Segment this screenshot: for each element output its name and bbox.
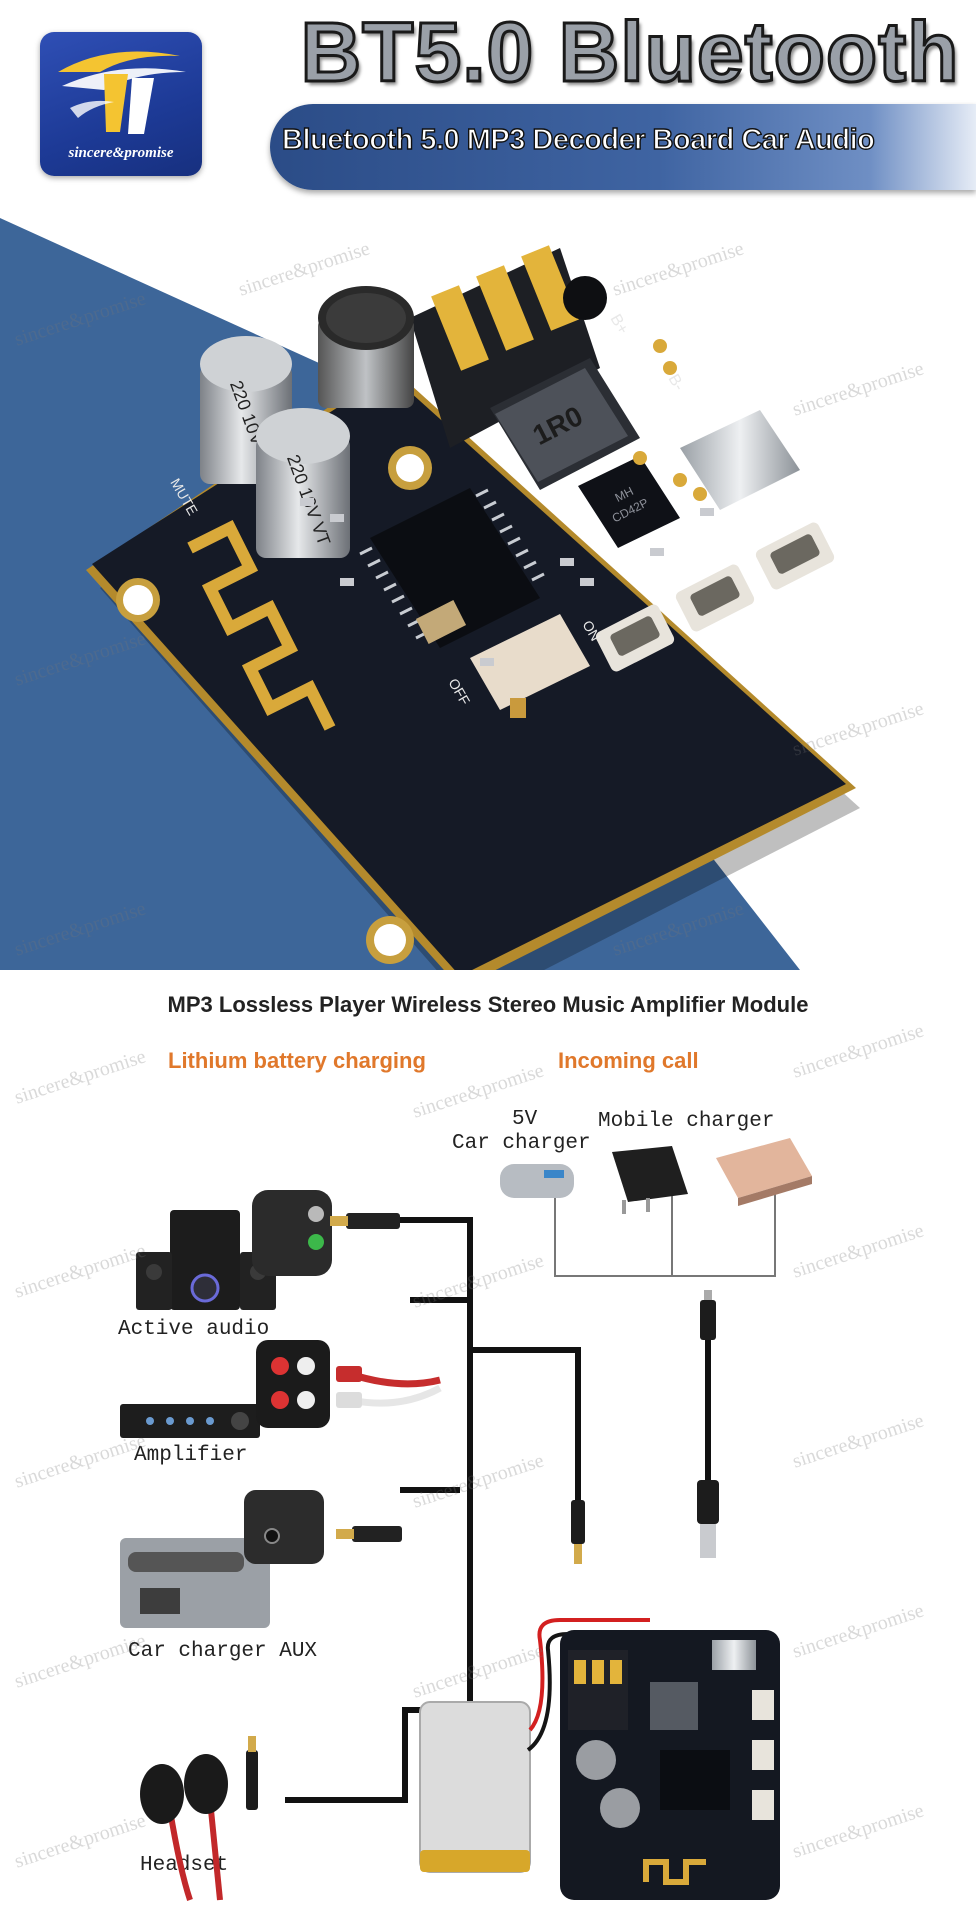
subtitle-band bbox=[270, 104, 976, 190]
microphone bbox=[318, 286, 414, 408]
label-active-audio: Active audio bbox=[118, 1318, 270, 1341]
micro-usb-port bbox=[680, 410, 800, 510]
label-mobile-charger: Mobile charger bbox=[598, 1110, 775, 1133]
logo-text: sincere&promise bbox=[68, 145, 174, 161]
speaker-system bbox=[136, 1210, 276, 1310]
b-minus-label: B- bbox=[665, 372, 688, 394]
label-charging: Lithium battery charging bbox=[168, 1048, 426, 1073]
amplifier-device bbox=[120, 1340, 330, 1438]
charge-chip: MH CD42P bbox=[578, 456, 680, 548]
connection-diagram: MP3 Lossless Player Wireless Stereo Musi… bbox=[0, 970, 976, 1920]
button-3 bbox=[755, 522, 835, 590]
b-plus-label: B+ bbox=[607, 312, 632, 338]
label-headset: Headset bbox=[140, 1854, 229, 1877]
capacitor-2: 220 10V VT bbox=[256, 408, 350, 558]
aux-panel bbox=[252, 1190, 332, 1276]
product-illustration: 220 10V VT 220 10V VT 1R0 MH CD42P bbox=[0, 218, 860, 970]
button-1 bbox=[595, 604, 675, 672]
label-amplifier: Amplifier bbox=[134, 1444, 248, 1467]
label-car-aux: Car charger AUX bbox=[128, 1640, 318, 1663]
car-radio bbox=[120, 1490, 324, 1628]
diagram-title: MP3 Lossless Player Wireless Stereo Musi… bbox=[167, 992, 809, 1017]
audio-plug bbox=[330, 1213, 400, 1229]
aux-plug bbox=[336, 1526, 402, 1542]
label-5v: 5V bbox=[512, 1108, 538, 1131]
main-ic bbox=[359, 488, 545, 648]
module-board bbox=[560, 1630, 780, 1900]
vertical-plug bbox=[571, 1500, 585, 1564]
diagram-graphics bbox=[120, 1138, 812, 1901]
wall-charger bbox=[612, 1146, 688, 1214]
header: sincere&promise BT5.0 Bluetooth Bluetoot… bbox=[0, 0, 976, 218]
usb-cable bbox=[697, 1290, 719, 1558]
label-car-charger: Car charger bbox=[452, 1132, 591, 1155]
rca-cable bbox=[336, 1366, 442, 1408]
antenna-trace bbox=[187, 519, 336, 731]
page-subtitle: Bluetooth 5.0 MP3 Decoder Board Car Audi… bbox=[281, 123, 875, 156]
brand-logo: sincere&promise bbox=[40, 32, 202, 176]
power-bank bbox=[716, 1138, 812, 1206]
lithium-battery bbox=[419, 1618, 660, 1873]
car-charger bbox=[500, 1164, 574, 1198]
power-switch bbox=[470, 614, 590, 718]
product-hero: 220 10V VT 220 10V VT 1R0 MH CD42P bbox=[0, 218, 976, 970]
inductor: 1R0 bbox=[490, 358, 640, 490]
crystal bbox=[415, 599, 467, 645]
page-title: BT5.0 Bluetooth bbox=[299, 4, 960, 101]
logo-emblem-icon bbox=[58, 51, 186, 134]
label-incoming-call: Incoming call bbox=[558, 1048, 699, 1073]
audio-jack bbox=[410, 245, 607, 448]
headset-device bbox=[140, 1736, 258, 1901]
button-2 bbox=[675, 564, 755, 632]
